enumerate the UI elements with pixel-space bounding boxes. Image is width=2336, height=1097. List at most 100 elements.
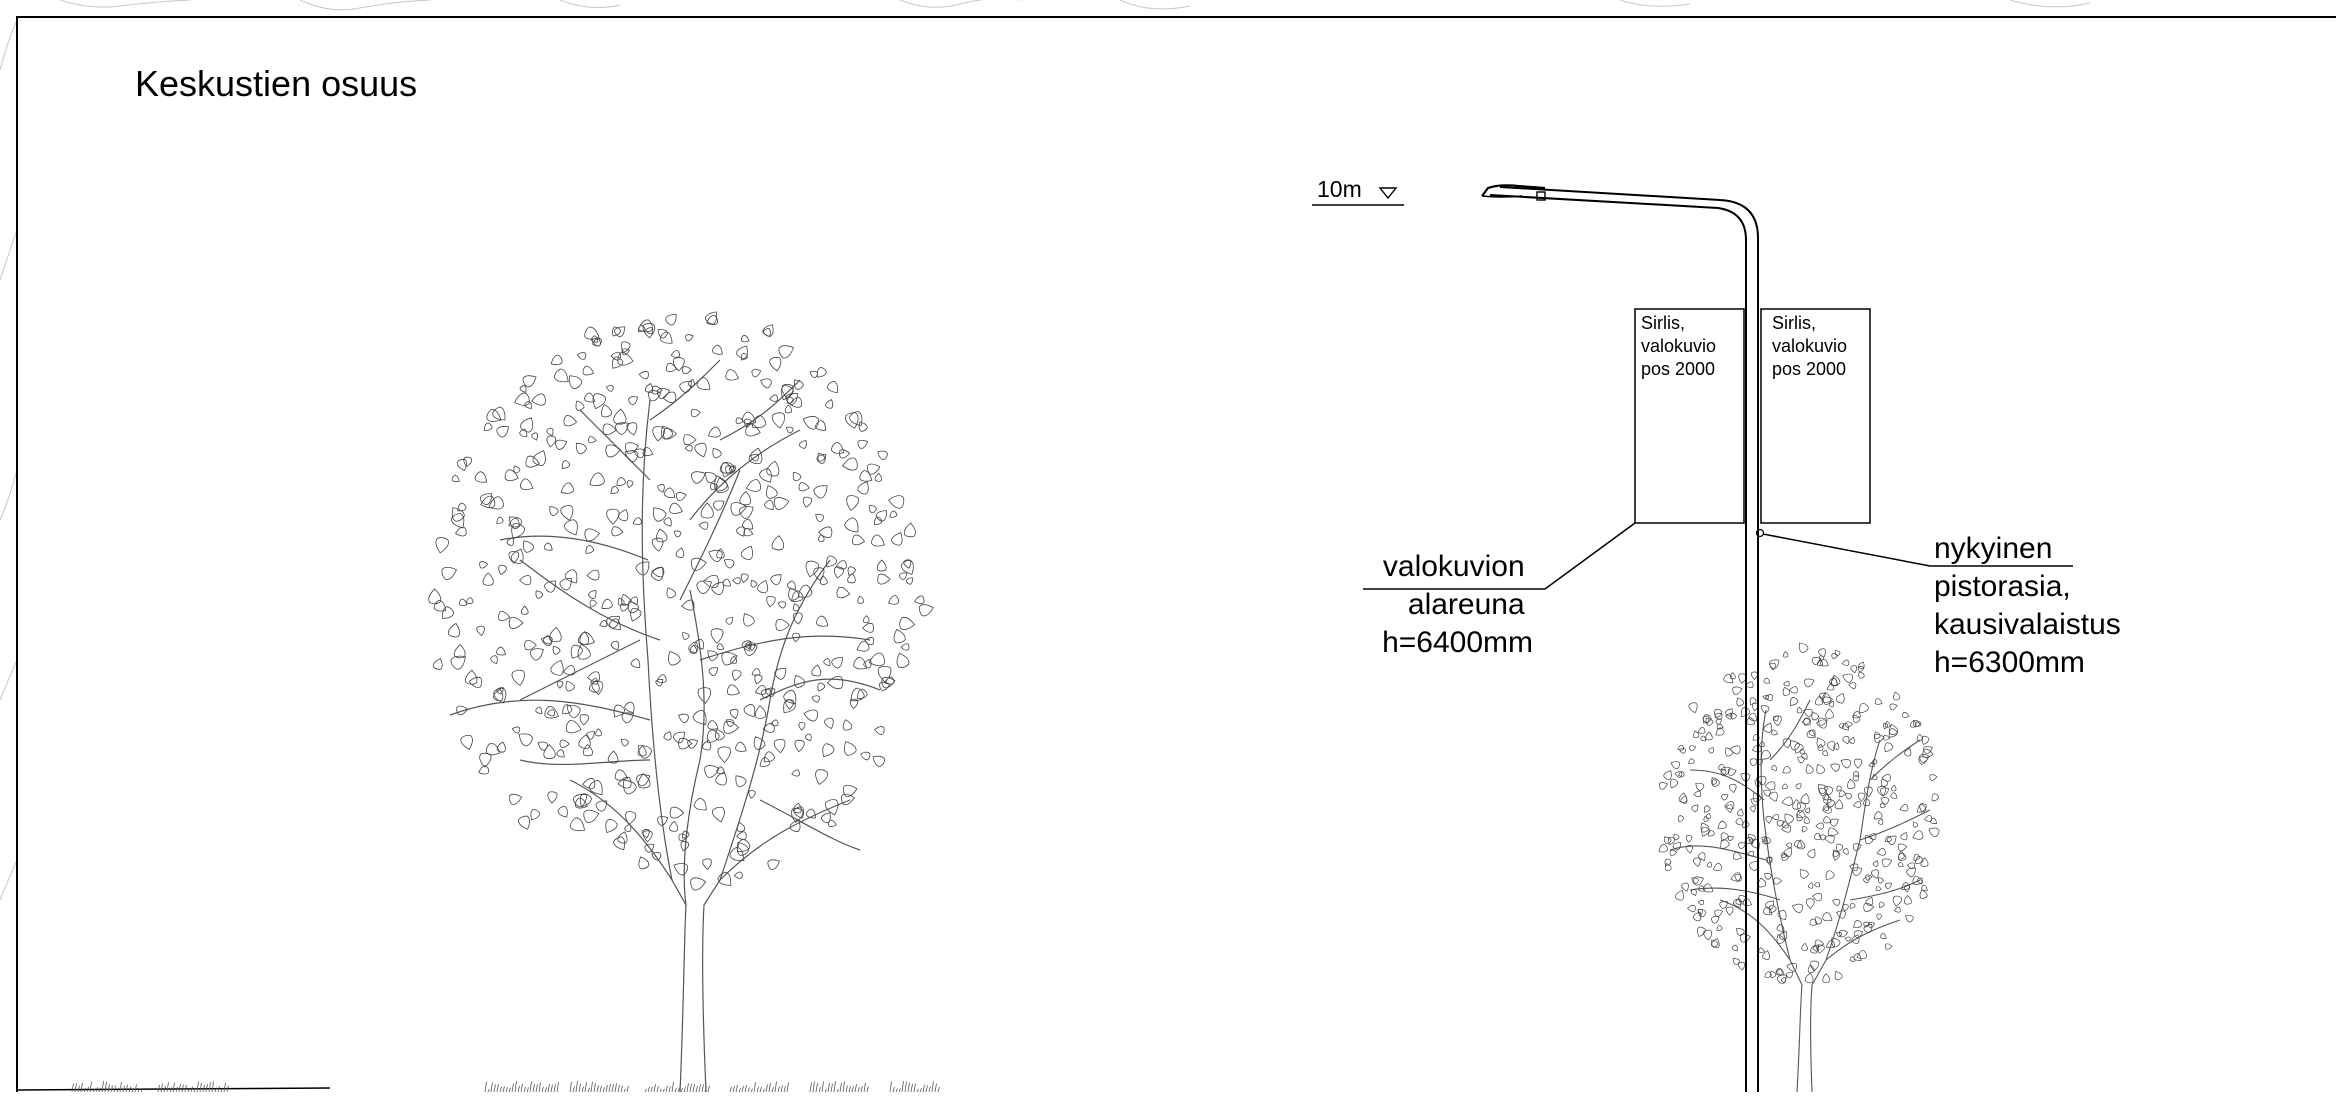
leaf-mark	[1677, 771, 1685, 777]
leaf-mark	[549, 626, 562, 643]
leaf-mark	[560, 505, 574, 521]
leaf-mark	[675, 547, 685, 558]
leaf-mark	[610, 351, 622, 361]
leaf-mark	[850, 687, 865, 702]
leaf-mark	[868, 652, 885, 667]
leaf-mark	[621, 348, 630, 356]
leaf-mark	[1841, 659, 1850, 666]
leaf-mark	[1919, 889, 1928, 899]
leaf-mark	[1853, 953, 1862, 961]
leaf-mark	[860, 751, 871, 761]
leaf-mark	[610, 485, 619, 494]
leaf-mark	[736, 838, 751, 852]
leaf-mark	[1792, 903, 1804, 914]
leaf-mark	[1842, 736, 1850, 745]
leaf-mark	[1923, 745, 1933, 755]
leaf-mark	[1863, 786, 1873, 798]
leaf-mark	[1831, 674, 1841, 686]
leaf-mark	[1881, 774, 1891, 782]
leaf-mark	[504, 469, 519, 482]
leaf-mark	[1735, 898, 1743, 905]
leaf-mark	[1807, 848, 1816, 859]
leaf-mark	[1871, 759, 1878, 765]
leaf-mark	[565, 680, 575, 692]
leaf-mark	[630, 607, 642, 622]
leaf-mark	[826, 675, 844, 690]
leaf-mark	[1880, 797, 1890, 805]
leaf-mark	[1863, 902, 1875, 912]
leaf-mark	[1800, 793, 1810, 804]
svg-text:valokuvion alareuna: valokuvion alareuna h=6400mm	[1382, 550, 1533, 659]
leaf-mark	[1796, 802, 1806, 814]
leaf-mark	[736, 822, 746, 832]
leaf-mark	[644, 843, 655, 853]
leaf-mark	[1913, 853, 1921, 861]
leaf-mark	[775, 618, 790, 631]
leaf-mark	[1801, 752, 1808, 760]
leaf-mark	[1913, 821, 1919, 828]
leaf-mark	[673, 863, 689, 876]
leaf-mark	[642, 830, 653, 843]
leaf-mark	[642, 323, 656, 339]
leaf-mark	[498, 564, 507, 576]
leaf-mark	[1732, 852, 1743, 860]
leaf-mark	[612, 326, 621, 337]
leaf-mark	[1838, 790, 1846, 798]
leaf-mark	[1712, 779, 1718, 786]
leaf-mark	[1872, 773, 1878, 781]
leaf-mark	[750, 579, 758, 588]
leaf-mark	[1782, 686, 1791, 696]
leaf-mark	[1822, 696, 1833, 705]
leaf-mark	[1884, 943, 1893, 950]
leaf-mark	[485, 742, 501, 756]
leaf-mark	[1842, 848, 1849, 855]
leaf-mark	[1807, 964, 1815, 973]
leaf-mark	[1804, 972, 1814, 984]
leaf-mark	[1705, 731, 1713, 741]
leaf-mark	[1658, 844, 1669, 853]
leaf-mark	[544, 706, 559, 719]
leaf-mark	[858, 421, 868, 432]
leaf-mark	[903, 559, 912, 569]
leaf-mark	[1817, 944, 1825, 954]
leaf-mark	[1771, 764, 1778, 771]
leaf-mark	[1764, 781, 1776, 791]
leaf-mark	[1880, 787, 1890, 796]
leaf-mark	[763, 328, 771, 338]
leaf-mark	[1769, 791, 1778, 802]
leaf-mark	[1738, 842, 1747, 850]
grass-tuft	[809, 1081, 869, 1093]
leaf-mark	[1688, 702, 1698, 714]
leaf-mark	[743, 528, 754, 537]
leaf-mark	[468, 676, 483, 688]
leaf-mark	[529, 648, 544, 661]
leaf-mark	[842, 457, 858, 471]
leaf-mark	[690, 877, 707, 891]
leaf-mark	[665, 362, 678, 373]
leaf-mark	[1737, 961, 1745, 971]
leaf-mark	[1816, 719, 1828, 729]
leaf-mark	[607, 750, 619, 764]
leaf-mark	[733, 871, 743, 879]
leaf-mark	[1844, 936, 1851, 942]
leaf-mark	[1852, 711, 1861, 719]
leaf-mark	[1771, 729, 1779, 736]
leaf-mark	[1796, 706, 1803, 714]
leaf-mark	[1686, 845, 1693, 854]
leaf-mark	[777, 601, 786, 609]
leaf-mark	[1815, 916, 1823, 925]
leaf-mark	[627, 600, 639, 614]
leaf-mark	[874, 472, 883, 482]
leaf-mark	[1767, 856, 1773, 864]
leaf-mark	[1921, 735, 1930, 745]
leaf-mark	[613, 836, 626, 851]
leaf-mark	[1745, 681, 1754, 689]
leaf-mark	[684, 444, 693, 452]
sign-right-line-2: valokuvio	[1772, 336, 1847, 356]
leaf-mark	[1835, 843, 1844, 853]
sign-right-line-1: Sirlis,	[1772, 313, 1816, 333]
leaf-mark	[606, 616, 621, 629]
leaf-mark	[595, 800, 608, 812]
leaf-mark	[1705, 812, 1711, 820]
leaf-mark	[1749, 860, 1760, 872]
